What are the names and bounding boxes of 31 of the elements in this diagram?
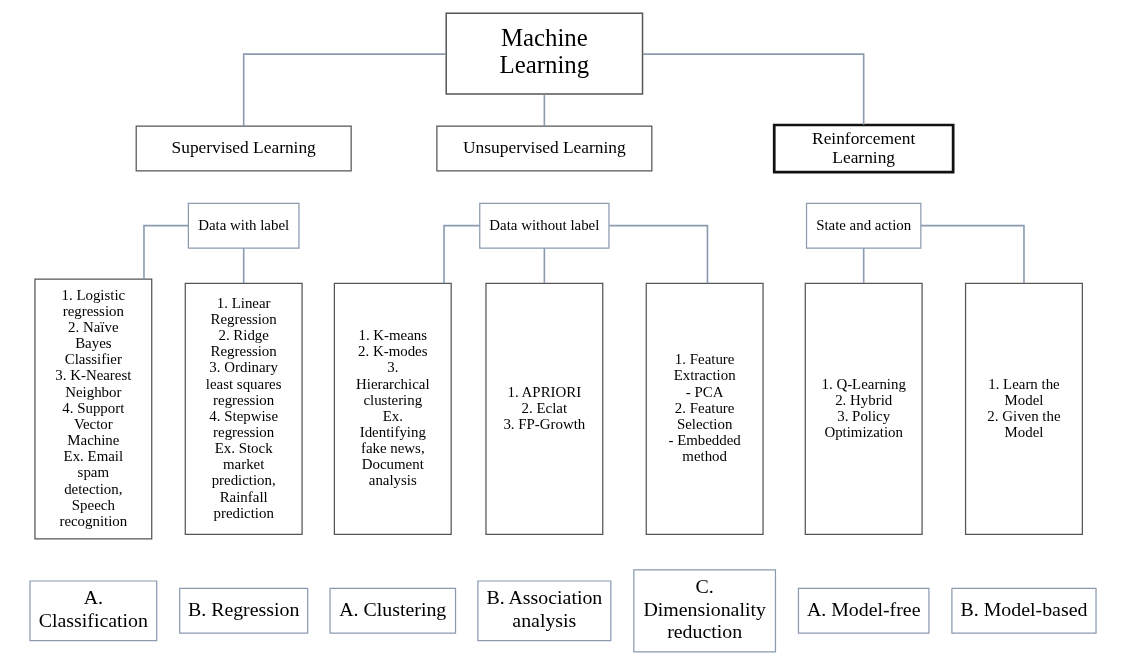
node-box: Reinforcement Learning [772, 123, 954, 174]
node-box: A. Model-free [797, 587, 930, 634]
node-box: A. Clustering [328, 587, 456, 634]
node-box: A. Classification [28, 580, 157, 642]
node-box: Data with label [187, 202, 300, 249]
node-box: 1. K-means 2. K-modes 3. Hierarchical clustering Ex. Identifying fake news, Document analysis [333, 282, 452, 536]
node-box: 1. Q-Learning 2. Hybrid 3. Policy Optimization [804, 282, 923, 536]
node-box: Supervised Learning [135, 125, 352, 172]
connector [641, 53, 864, 126]
node-box: 1. APRIORI 2. Eclat 3. FP-Growth [484, 282, 603, 536]
node-box: Machine Learning [444, 12, 643, 95]
node-box: Data without label [478, 202, 610, 249]
node-box: B. Regression [178, 587, 308, 634]
connector [862, 247, 864, 284]
connector [919, 224, 1025, 284]
connector [543, 247, 545, 284]
node-box: 1. Linear Regression 2. Ridge Regression 3. Ordinary least squares regression 4. Stepwise regression Ex. Stock market prediction, Rainfall prediction [184, 282, 303, 536]
node-box: Unsupervised Learning [435, 125, 652, 172]
node-box: C. Dimensionality reduction [632, 569, 776, 653]
connector [242, 53, 447, 128]
node-box: B. Model-based [950, 587, 1097, 634]
connector [442, 224, 480, 284]
node-box: 1. Feature Extraction - PCA 2. Feature Selection - Embedded method [645, 282, 764, 536]
connector [142, 224, 189, 280]
connector [242, 247, 244, 284]
node-box: 1. Learn the Model 2. Given the Model [964, 282, 1083, 536]
node-box: 1. Logistic regression 2. Naïve Bayes Classifier 3. K-Nearest Neighbor 4. Support Vector Machine Ex. Email spam detection, Speech recognition [33, 278, 152, 540]
node-box: B. Association analysis [476, 580, 611, 642]
connector [607, 224, 708, 284]
node-box: State and action [805, 202, 921, 249]
connector [543, 93, 545, 127]
